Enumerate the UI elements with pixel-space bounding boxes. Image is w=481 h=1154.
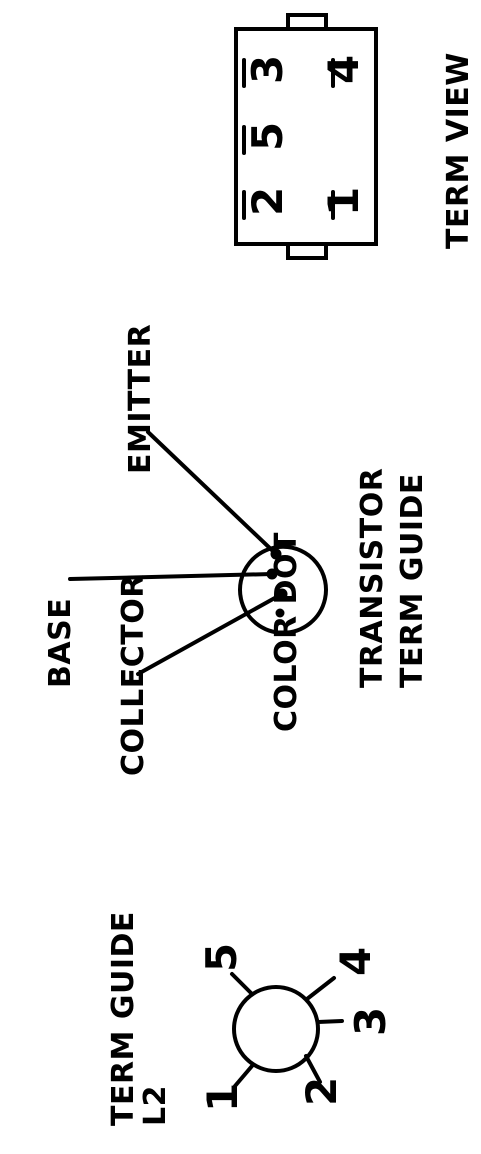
- term-view-left-tab: [286, 242, 328, 260]
- transistor-term-guide: COLLECTOR BASE EMITTER COLOR DOT TRANSIS…: [43, 324, 430, 776]
- transistor-title-line1: TRANSISTOR: [355, 468, 390, 688]
- term-guide-l2: 1 2 3 4 5 TERM GUIDE L2: [106, 911, 395, 1126]
- l2-lead-2: [304, 1054, 322, 1084]
- l2-lead-3: [316, 1019, 344, 1024]
- l2-title-line2: L2: [138, 1085, 173, 1126]
- l2-pin-3: 3: [346, 1007, 395, 1036]
- term-view-pin-4: 4: [319, 55, 368, 84]
- term-view-pin-1: 1: [319, 187, 368, 216]
- term-view-pin-2: 2: [243, 187, 292, 216]
- l2-title-line1: TERM GUIDE: [106, 911, 141, 1126]
- base-leader: [68, 572, 274, 581]
- transistor-body-outline: [238, 544, 328, 635]
- emitter-label: EMITTER: [123, 324, 158, 474]
- term-view-pin-5: 5: [243, 122, 292, 151]
- collector-leader: [136, 592, 284, 676]
- term-view: 1 2 3 4 5 TERM VIEW: [234, 13, 476, 260]
- term-view-right-tab: [286, 13, 328, 31]
- transistor-title-line2: TERM GUIDE: [395, 473, 430, 688]
- l2-lead-5: [230, 972, 254, 996]
- l2-lead-4: [305, 976, 336, 1001]
- base-label: BASE: [43, 598, 78, 688]
- l2-coil-circle: [232, 985, 320, 1073]
- term-view-title: TERM VIEW: [441, 52, 476, 249]
- term-view-pin-3: 3: [243, 55, 292, 84]
- transistor-color-dot: [275, 608, 285, 618]
- l2-pin-1: 1: [198, 1083, 247, 1112]
- l2-pin-5: 5: [197, 943, 246, 972]
- emitter-leader: [146, 430, 278, 556]
- collector-label: COLLECTOR: [116, 574, 151, 776]
- l2-pin-2: 2: [297, 1077, 346, 1106]
- l2-lead-1: [233, 1064, 254, 1088]
- l2-pin-4: 4: [331, 947, 380, 976]
